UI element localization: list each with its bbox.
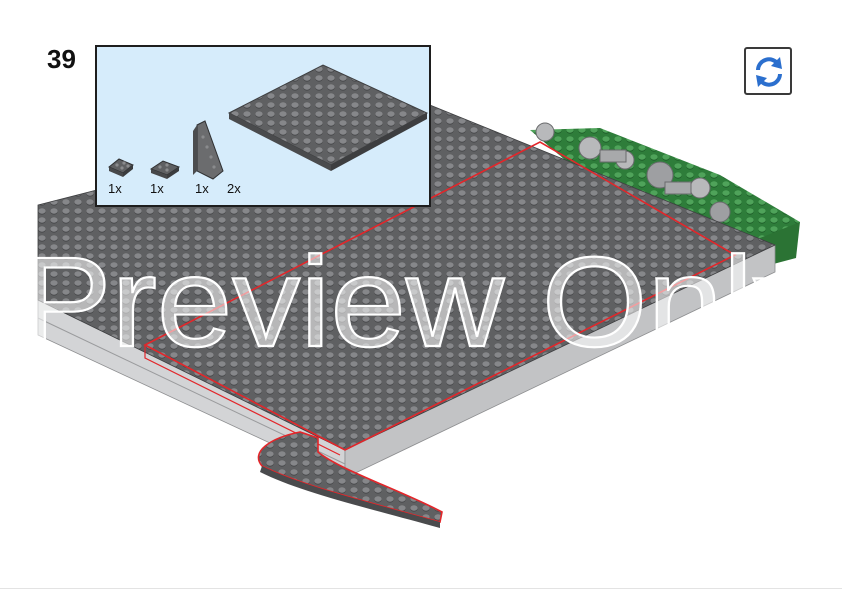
part-qty-1: 1x <box>108 181 122 196</box>
green-terrain <box>530 122 800 268</box>
plate-16x16-icon <box>227 64 429 171</box>
part-qty-2: 1x <box>150 181 164 196</box>
step-number: 39 <box>47 44 76 74</box>
new-plate-highlight <box>143 141 737 451</box>
parts-list-callout: 1x 1x 1x 2x <box>95 45 431 207</box>
plate-2x2-icon <box>108 158 134 177</box>
wedge-plate-icon <box>149 160 181 179</box>
slope-brick-icon <box>193 120 224 180</box>
part-qty-3: 1x <box>195 181 209 196</box>
rotate-arrows-icon <box>756 57 782 87</box>
part-qty-4: 2x <box>227 181 241 196</box>
rotate-model-button[interactable] <box>744 47 792 95</box>
wedge-plate-new <box>257 431 443 528</box>
page-bottom-rule <box>0 588 842 589</box>
